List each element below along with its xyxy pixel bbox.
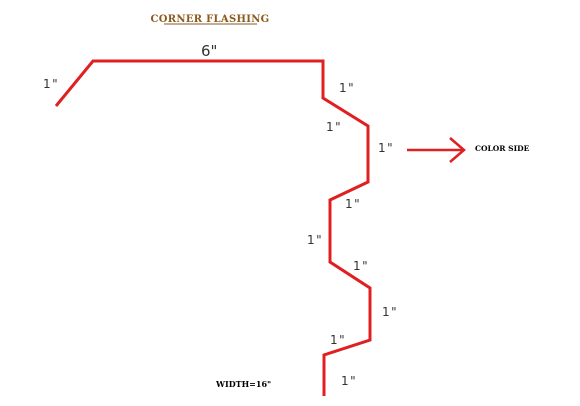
dimension-label-fourth-slope: 1" [330, 333, 346, 347]
dimension-label-third-slope: 1" [353, 259, 369, 273]
right-arrow-icon [407, 137, 466, 163]
dimension-label-third-vertical: 1" [382, 305, 398, 319]
dimension-label-first-vertical: 1" [378, 141, 394, 155]
flashing-profile-line [54, 59, 372, 396]
dimension-label-bottom-leg: 1" [341, 374, 357, 388]
dimension-label-first-slope: 1" [326, 120, 342, 134]
dimension-label-left-hem: 1" [43, 77, 59, 91]
color-side-label: COLOR SIDE [475, 144, 530, 153]
dimension-label-second-slope: 1" [345, 197, 361, 211]
width-label: WIDTH=16" [215, 379, 271, 389]
diagram-title: CORNER FLASHING [151, 14, 270, 25]
dimension-label-upper-right: 1" [339, 81, 355, 95]
top-dimension-label: 6" [201, 42, 217, 60]
dimension-label-second-vertical: 1" [307, 233, 323, 247]
